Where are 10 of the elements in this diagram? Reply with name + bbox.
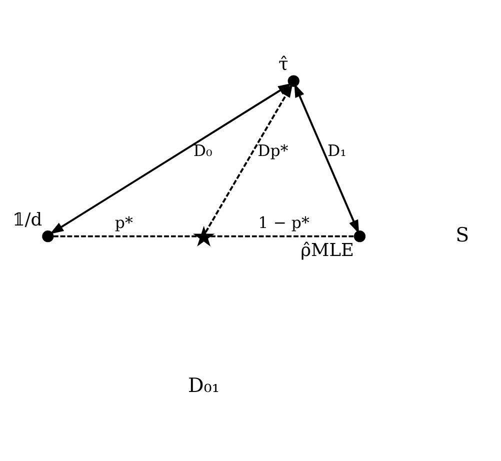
label: D₀₁ (188, 374, 220, 398)
label: S (456, 223, 470, 246)
edge-label: D₁ (328, 141, 347, 160)
node-label: ρ̂MLE (300, 240, 354, 261)
edge-label: Dp* (258, 141, 288, 160)
edge-label: p* (114, 213, 133, 232)
node-label: τ̂ (278, 55, 288, 76)
node-label: 𝟙/d (12, 210, 42, 230)
edge-label: 1 − p* (258, 213, 310, 232)
edge-label: D₀ (193, 141, 212, 160)
